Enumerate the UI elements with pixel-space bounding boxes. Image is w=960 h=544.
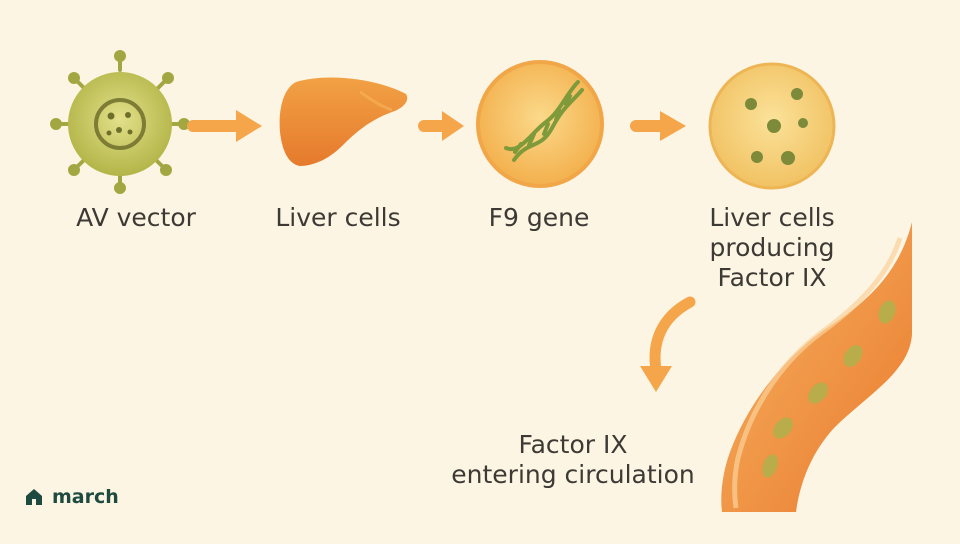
- step-label-gene: F9 gene: [488, 203, 590, 232]
- virus-icon: [50, 50, 190, 194]
- arrow-right-2: [418, 111, 464, 141]
- brand-logo: march: [24, 486, 119, 508]
- step-label-producing: Liver cells producing Factor IX: [709, 203, 835, 292]
- dna-icon: [504, 80, 584, 162]
- liver-icon: [279, 77, 408, 166]
- dna-cell-icon: [476, 60, 604, 188]
- blood-vessel-icon: [721, 222, 912, 512]
- arrow-right-3: [630, 111, 686, 141]
- arrow-curved-down: [640, 296, 696, 392]
- step-label-aav: AV vector: [76, 203, 196, 232]
- arrow-right-1: [187, 110, 262, 142]
- step-label-circulation: Factor IX entering circulation: [451, 430, 695, 489]
- house-icon: [26, 489, 42, 505]
- step-label-liver: Liver cells: [275, 203, 401, 232]
- cell-icon: [708, 62, 836, 190]
- logo-text: march: [52, 486, 119, 508]
